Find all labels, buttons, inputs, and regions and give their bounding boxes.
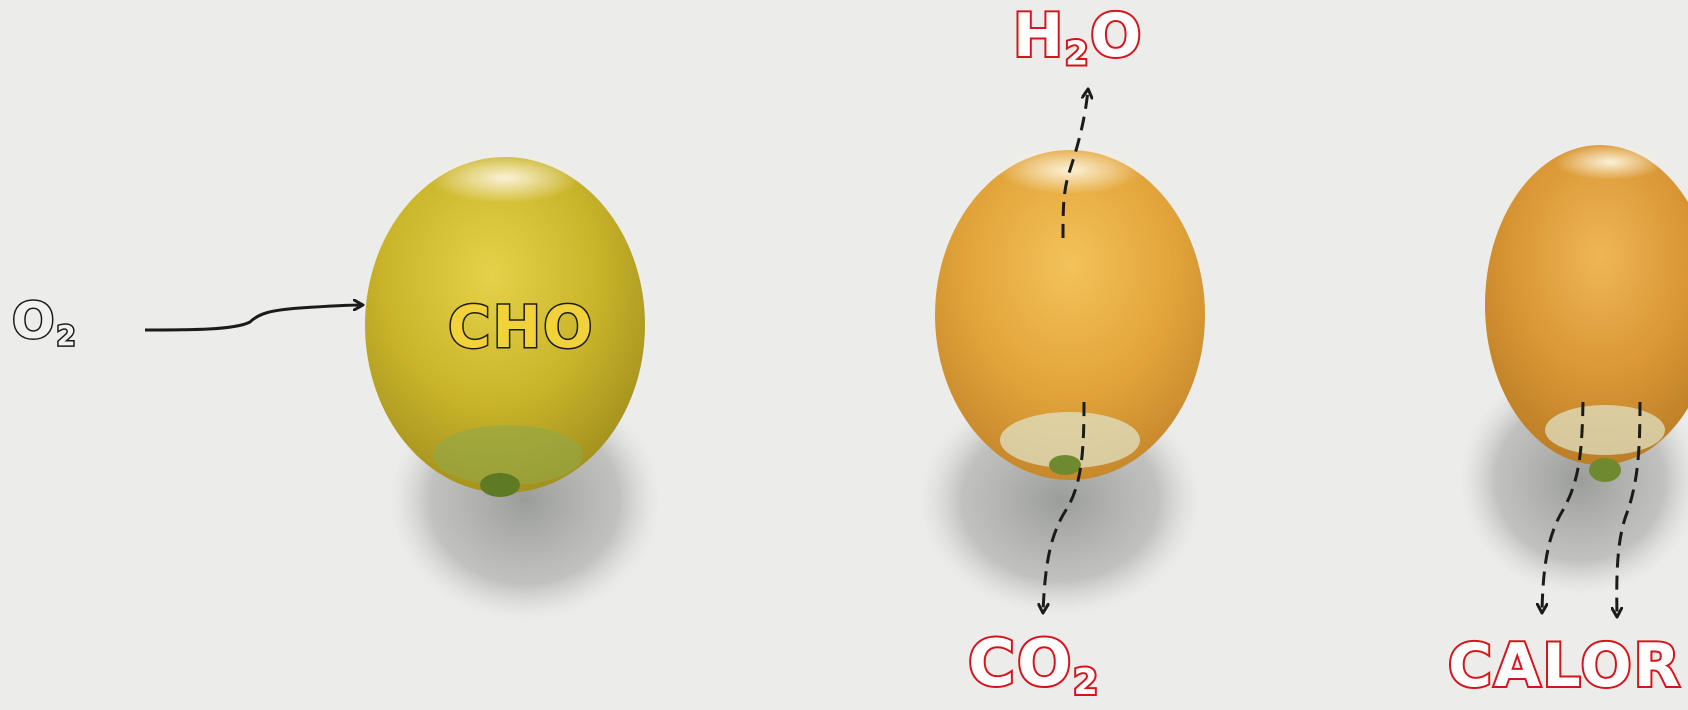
carbon-dioxide-symbol: CO (968, 627, 1073, 701)
oxygen-subscript: 2 (57, 320, 78, 352)
kernel-middle (935, 146, 1205, 480)
carbohydrate-label: CHO (448, 298, 594, 356)
oxygen-input-arrow (145, 305, 362, 330)
oxygen-label: O2 (12, 296, 78, 350)
carbon-dioxide-subscript: 2 (1073, 662, 1099, 703)
oxygen-symbol: O (12, 292, 57, 350)
water-label: H2O (1013, 6, 1143, 69)
carbon-dioxide-label: CO2 (968, 632, 1100, 700)
water-subscript: 2 (1065, 33, 1090, 72)
water-symbol-h: H (1013, 1, 1065, 71)
water-symbol-o: O (1090, 1, 1143, 71)
heat-label: CALOR (1448, 636, 1682, 696)
